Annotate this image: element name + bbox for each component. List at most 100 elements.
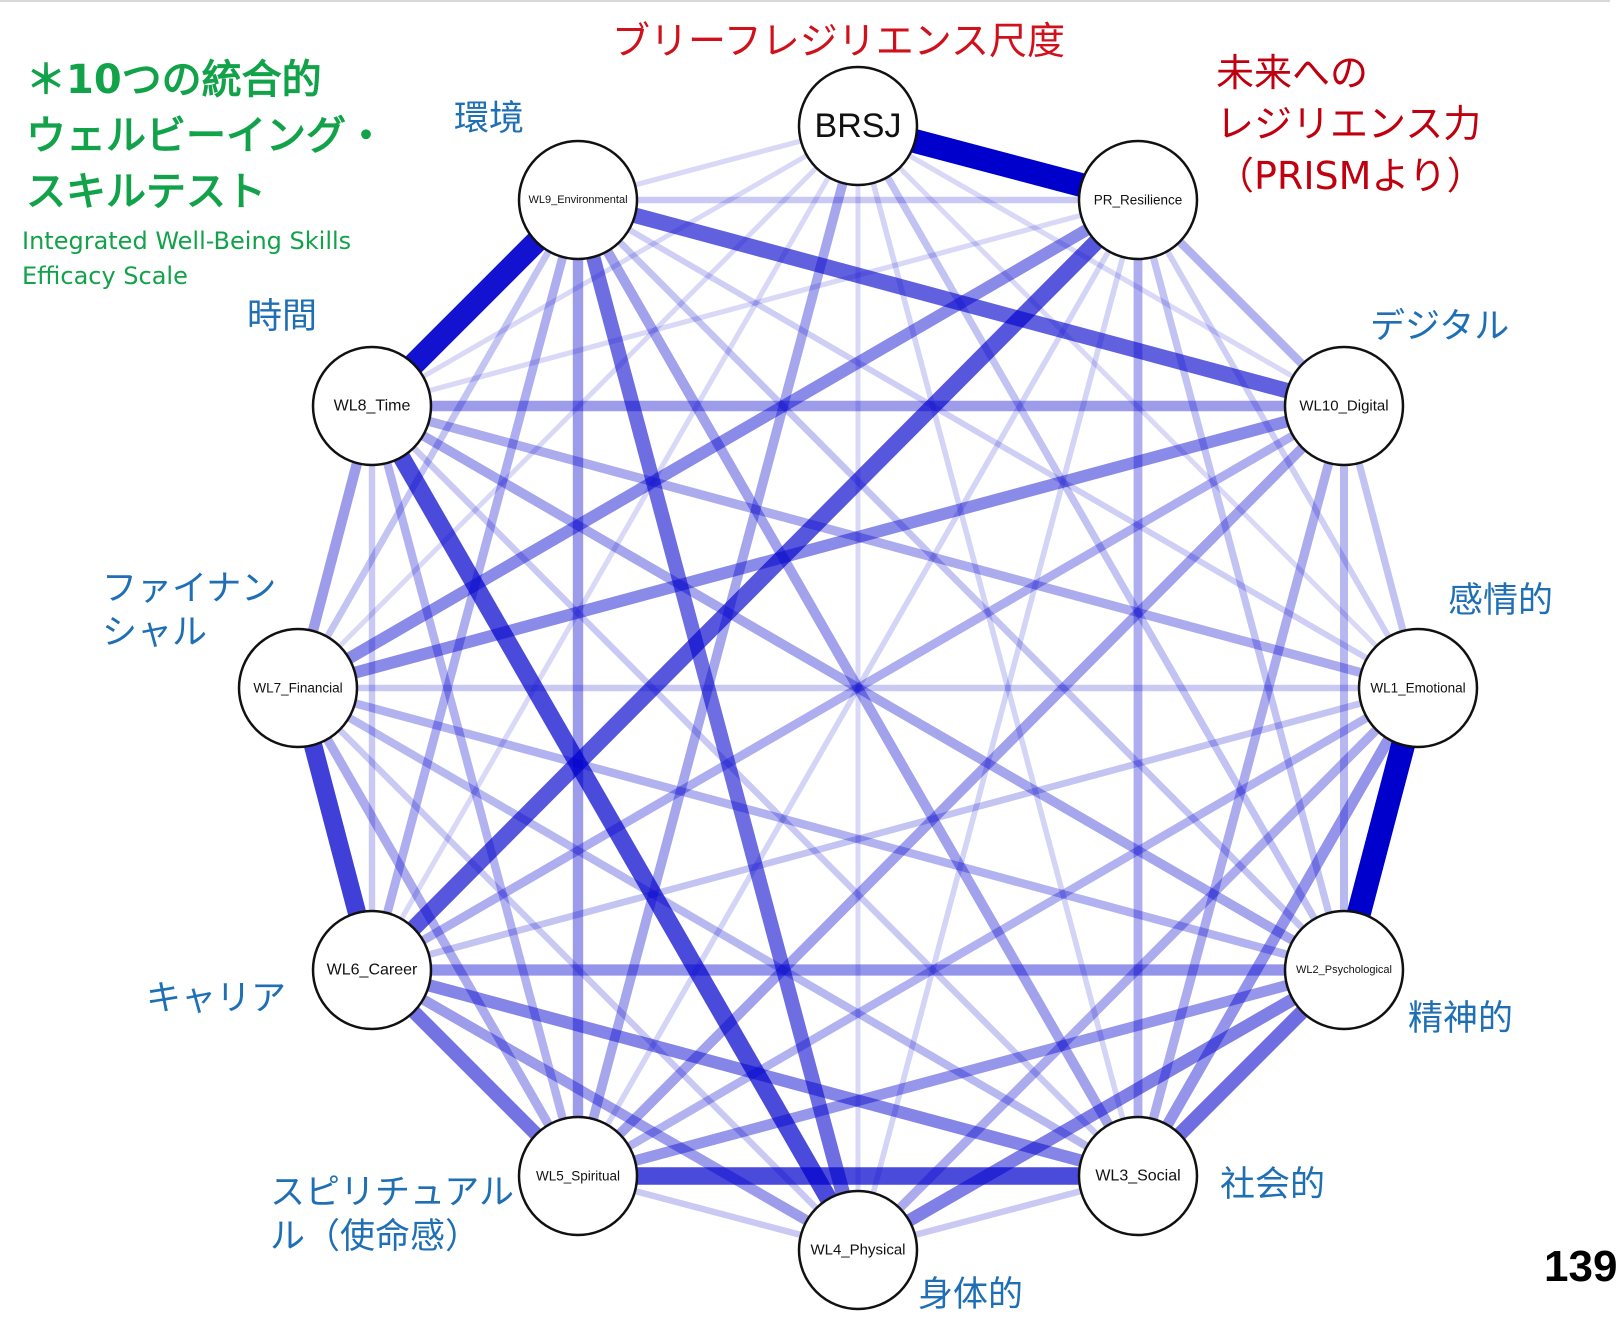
label-spiritual-line2: ル（使命感） xyxy=(270,1216,481,1257)
prism-label: 未来への レジリエンス力 （PRISMより） xyxy=(1216,48,1485,202)
label-financial-line1: ファイナン xyxy=(102,569,277,609)
node-label: BRSJ xyxy=(815,107,902,145)
label-social: 社会的 xyxy=(1220,1165,1326,1205)
edge-BRSJ-WL1 xyxy=(856,124,1420,690)
page-number: 139 xyxy=(1544,1242,1617,1291)
edge-layer xyxy=(289,114,1430,1256)
node-circle xyxy=(311,909,433,1031)
node-label: PR_Resilience xyxy=(1094,193,1183,208)
node-WL8: WL8_Time xyxy=(311,345,433,467)
edge-PR-WL1 xyxy=(1135,198,1421,690)
scale-title-en-line1: Integrated Well-Being Skills xyxy=(22,227,352,255)
node-WL2: WL2_Psychological xyxy=(1283,909,1405,1031)
node-label: WL1_Emotional xyxy=(1370,681,1465,696)
edge-WL2-WL4 xyxy=(854,964,1348,1256)
node-circle xyxy=(311,345,433,467)
node-PR: PR_Resilience xyxy=(1077,139,1199,261)
scale-title-ja: ＊10つの統合的 ウェルビーイング・ スキルテスト xyxy=(26,52,386,220)
edge-WL4-WL7 xyxy=(295,685,861,1253)
edge-WL5-WL7 xyxy=(294,685,582,1179)
edge-BRSJ-WL10 xyxy=(856,123,1346,409)
edge-PR-WL2 xyxy=(1134,199,1348,971)
label-spiritual: スピリチュアル ル（使命感） xyxy=(270,1172,514,1260)
node-circle xyxy=(1077,1115,1199,1237)
node-circle xyxy=(1077,139,1199,261)
edge-WL2-WL7 xyxy=(296,683,1346,975)
node-label: WL8_Time xyxy=(334,398,411,415)
node-WL6: WL6_Career xyxy=(311,909,433,1031)
edge-BRSJ-WL5 xyxy=(573,124,863,1178)
edge-WL1-WL9 xyxy=(576,197,1420,691)
label-time: 時間 xyxy=(247,297,318,337)
scale-title-en-line2: Efficacy Scale xyxy=(22,261,188,290)
edge-PR-WL5 xyxy=(575,198,1141,1178)
prism-label-line3: （PRISMより） xyxy=(1216,153,1485,198)
label-environment: 環境 xyxy=(454,99,525,139)
edge-WL9-WL10 xyxy=(575,192,1347,414)
node-BRSJ: BRSJ xyxy=(797,65,919,187)
edge-WL10-WL7 xyxy=(296,400,1346,694)
edge-BRSJ-WL3 xyxy=(855,125,1141,1177)
scale-title-line1: ＊10つの統合的 xyxy=(26,57,322,103)
label-financial: ファイナン シャル xyxy=(102,568,276,656)
node-label: WL6_Career xyxy=(327,962,418,979)
edge-WL3-WL8 xyxy=(369,403,1141,1179)
edge-PR-WL7 xyxy=(294,194,1142,694)
node-label: WL4_Physical xyxy=(810,1242,905,1259)
edge-WL5-WL10 xyxy=(574,402,1348,1180)
label-physical: 身体的 xyxy=(918,1275,1024,1315)
node-WL9: WL9_Environmental xyxy=(517,139,639,261)
node-circle xyxy=(1357,627,1479,749)
scale-title-line3: スキルテスト xyxy=(26,169,266,215)
node-WL3: WL3_Social xyxy=(1077,1115,1199,1237)
edge-PR-WL6 xyxy=(366,194,1144,976)
label-career: キャリア xyxy=(146,979,287,1019)
node-circle xyxy=(237,627,359,749)
node-circle xyxy=(797,65,919,187)
edge-BRSJ-WL8 xyxy=(370,123,860,409)
edge-WL4-WL6 xyxy=(369,965,861,1255)
node-label: WL7_Financial xyxy=(253,681,342,696)
label-spiritual-line1: スピリチュアル xyxy=(270,1173,514,1213)
node-WL1: WL1_Emotional xyxy=(1357,627,1479,749)
edge-WL1-WL8 xyxy=(370,401,1420,693)
node-circle xyxy=(517,1115,639,1237)
edge-WL3-WL7 xyxy=(295,684,1141,1180)
prism-label-line1: 未来への xyxy=(1216,51,1369,95)
node-circle xyxy=(797,1189,919,1311)
edge-WL10-WL3 xyxy=(1133,404,1349,1178)
edge-WL4-WL8 xyxy=(364,401,866,1255)
edge-WL4-WL1 xyxy=(854,684,1422,1254)
edge-WL4-WL9 xyxy=(571,198,865,1252)
node-circle xyxy=(1283,909,1405,1031)
node-label: WL5_Spiritual xyxy=(536,1169,620,1184)
edge-BRSJ-WL2 xyxy=(854,124,1348,972)
scale-title-line2: ウェルビーイング・ xyxy=(26,113,386,159)
scale-title-en: Integrated Well-Being Skills Efficacy Sc… xyxy=(22,224,351,294)
label-financial-line2: シャル xyxy=(102,612,208,653)
edge-WL2-WL5 xyxy=(576,964,1346,1182)
node-circle xyxy=(1283,345,1405,467)
edge-PR-WL4 xyxy=(855,199,1141,1251)
prism-label-line2: レジリエンス力 xyxy=(1216,102,1482,147)
node-label: WL10_Digital xyxy=(1299,398,1388,415)
edge-WL3-WL9 xyxy=(573,197,1143,1179)
node-label: WL2_Psychological xyxy=(1296,964,1392,976)
edge-WL9-WL2 xyxy=(575,197,1347,973)
edge-WL1-WL6 xyxy=(371,684,1419,974)
node-WL5: WL5_Spiritual xyxy=(517,1115,639,1237)
node-layer: BRSJ PR_ResilienceWL10_DigitalWL1_Emotion… xyxy=(237,65,1479,1311)
edge-WL10-WL6 xyxy=(369,402,1347,974)
edge-WL8-WL5 xyxy=(367,404,583,1178)
node-WL10: WL10_Digital xyxy=(1283,345,1405,467)
edge-PR-WL8 xyxy=(371,197,1139,409)
node-WL4: WL4_Physical xyxy=(797,1189,919,1311)
label-psychological: 精神的 xyxy=(1408,999,1514,1039)
top-border xyxy=(0,0,1610,2)
edge-WL1-WL3 xyxy=(1133,685,1423,1179)
edge-BRSJ-WL7 xyxy=(296,124,860,690)
edge-WL2-WL8 xyxy=(369,401,1347,975)
edge-BRSJ-WL6 xyxy=(369,124,861,972)
node-circle xyxy=(517,139,639,261)
